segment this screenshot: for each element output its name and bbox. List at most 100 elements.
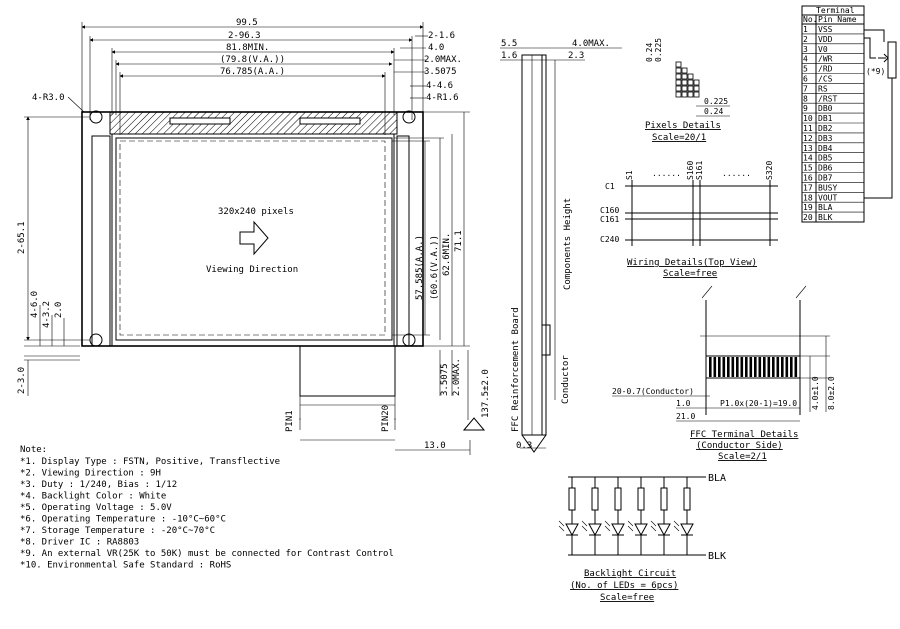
dim-right-2: 62.6MIN. (442, 233, 452, 276)
dim-right-0: 57.585(A.A.) (415, 235, 425, 300)
right-frame-strip (396, 135, 410, 347)
note-item: *4. Backlight Color : White (20, 492, 166, 502)
backlight-subtitle: (No. of LEDs = 6pcs) (570, 581, 678, 591)
terminal-row-pin: DB0 (818, 104, 833, 113)
bla-label: BLA (708, 473, 726, 484)
vr-wiper (878, 53, 889, 63)
side-dim-4: 0.3 (516, 441, 532, 451)
pixels-details-scale: Scale=20/1 (652, 133, 706, 143)
dim-left-0: 2-65.1 (17, 221, 27, 254)
ffc-finger (740, 357, 744, 377)
dim-right-3: 71.1 (454, 230, 464, 252)
ledge-slot-right (299, 117, 361, 125)
pin1-label: PIN1 (285, 410, 295, 432)
ffc-finger (781, 357, 784, 377)
terminal-row-no: 3 (803, 45, 808, 54)
ffc-details-scale: Scale=2/1 (718, 452, 767, 462)
ffc-finger (709, 357, 712, 377)
ffc-dim-4: 4.0±1.0 (811, 376, 820, 410)
pixel-cell (681, 67, 688, 74)
resistor (637, 487, 645, 511)
terminal-row-no: 5 (803, 65, 808, 74)
led-diode (657, 523, 671, 537)
pixels-label: 320x240 pixels (218, 207, 294, 217)
pixel-cell (675, 73, 682, 80)
ffc-dim-3: 21.0 (676, 412, 695, 421)
right-dimensions (392, 111, 470, 347)
led-diode (634, 523, 648, 537)
dim-left-4: 2-3.0 (17, 367, 27, 394)
terminal-row-no: 15 (803, 164, 813, 173)
com-label-0: C1 (605, 182, 615, 191)
pixel-cell (687, 91, 694, 98)
pixel-grid (675, 61, 700, 98)
viewing-label: Viewing Direction (206, 265, 298, 275)
dim-top-3: (79.8(V.A.)) (220, 55, 285, 65)
pixels-details-title: Pixels Details (645, 121, 721, 131)
pixel-dim-3: 0.24 (704, 107, 723, 116)
dim-bottom-right-1: 2.0MAX. (452, 358, 462, 396)
dim-left-3: 2.0 (54, 302, 64, 318)
dim-top-0: 99.5 (236, 18, 258, 28)
seg-label-4: ...... (722, 169, 751, 178)
components-height-label: Components Height (563, 198, 573, 290)
ffc-dim-5: 8.0±2.0 (827, 376, 836, 410)
vr-resistor (887, 41, 897, 79)
com-label-3: C240 (600, 235, 619, 244)
notes-heading: Note: (20, 445, 47, 455)
dim-top-4: 76.785(A.A.) (220, 67, 285, 77)
ffc-finger (727, 357, 730, 377)
pixel-dim-0: 0.24 (645, 43, 654, 62)
resistor (683, 487, 691, 511)
pixel-cell (681, 73, 688, 80)
terminal-row-pin: DB2 (818, 124, 833, 133)
ffc-details-title: FFC Terminal Details (690, 430, 798, 440)
seg-label-5: S320 (765, 161, 774, 180)
terminal-row-no: 13 (803, 144, 813, 153)
backlight-title: Backlight Circuit (584, 569, 676, 579)
side-ledge (541, 54, 547, 436)
terminal-row-pin: VDD (818, 35, 833, 44)
ledge-slot-left (169, 117, 231, 125)
ffc-finger (718, 357, 721, 377)
active-area (119, 140, 386, 336)
light-rays (673, 520, 680, 532)
pixel-cell (675, 79, 682, 86)
side-ffc-end (521, 434, 547, 453)
dim-left-1: 4-6.0 (30, 291, 40, 318)
backlight-circuit: BLA BLK Backlight Circuit (No. of LEDs =… (558, 473, 726, 603)
ffc-finger (749, 357, 753, 377)
terminal-row-no: 4 (803, 55, 808, 64)
terminal-row-pin: DB3 (818, 134, 833, 143)
pixel-cell (681, 79, 688, 86)
resistor (591, 487, 599, 511)
dim-bottom-right-3: 13.0 (424, 441, 446, 451)
note-item: *5. Operating Voltage : 5.0V (20, 503, 172, 513)
light-rays (650, 520, 657, 532)
light-rays (604, 520, 611, 532)
pixel-cell (675, 67, 682, 74)
ffc-details-subtitle: (Conductor Side) (696, 441, 783, 451)
com-label-1: C160 (600, 206, 619, 215)
terminal-row-no: 8 (803, 94, 808, 103)
terminal-row-pin: DB4 (818, 144, 833, 153)
terminal-title: Terminal (816, 6, 855, 15)
ffc-finger (731, 357, 735, 377)
terminal-row-no: 1 (803, 25, 808, 34)
led-columns (558, 477, 694, 555)
ffc-finger (722, 357, 726, 377)
led-diode (588, 523, 602, 537)
left-dimensions (24, 116, 90, 396)
resistor (660, 487, 668, 511)
ffc-reinforcement-label: FFC Reinforcement Board (511, 307, 521, 432)
pixel-cell (675, 85, 682, 92)
light-rays (581, 520, 588, 532)
terminal-row-pin: /RST (818, 94, 837, 103)
seg-label-3: S161 (695, 161, 704, 180)
ffc-finger (790, 357, 793, 377)
ffc-finger (772, 357, 775, 377)
corner-radius-label: 4-R3.0 (32, 93, 65, 103)
led-diode (565, 523, 579, 537)
resistor (614, 487, 622, 511)
